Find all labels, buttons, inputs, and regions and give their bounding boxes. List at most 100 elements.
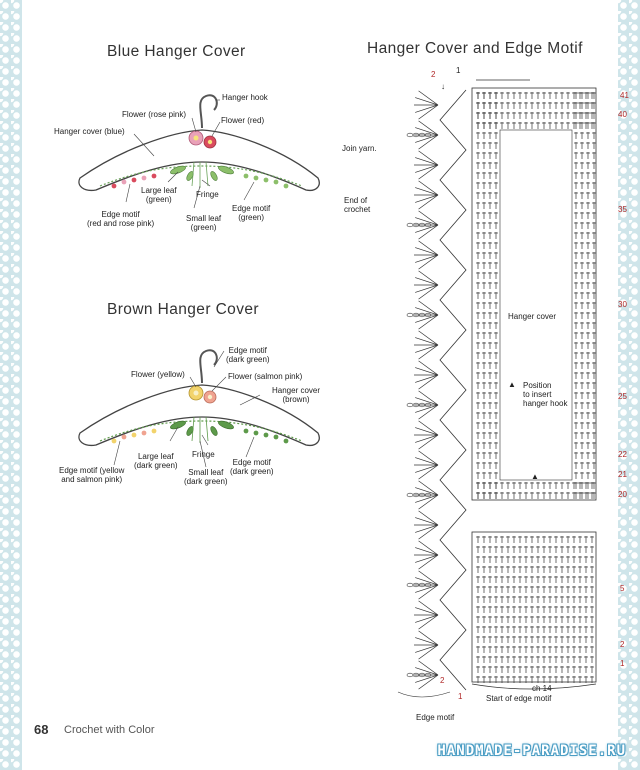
chain-loop-mark: [406, 132, 414, 138]
label-edge-motif-yellow: Edge motif (yellow and salmon pink): [59, 466, 125, 484]
fan-stitch-mark: [415, 224, 439, 233]
blue-hanger-title: Blue Hanger Cover: [107, 43, 246, 60]
fan-stitch-mark: [418, 420, 439, 436]
fan-stitch-mark: [418, 300, 439, 316]
fan-stitch-mark: [418, 600, 439, 616]
chain-loop-mark: [406, 672, 414, 678]
edge-number-bottom-2: 2: [440, 676, 445, 685]
label-fringe: Fringe: [196, 190, 219, 199]
fan-stitch-mark: [415, 487, 439, 496]
fan-stitch-mark: [418, 314, 439, 330]
label-flower-salmon: Flower (salmon pink): [228, 372, 303, 381]
label-hanger-cover-blue: Hanger cover (blue): [54, 127, 125, 136]
chain-loop-mark: [406, 312, 414, 318]
chain-loop-mark: [406, 582, 414, 588]
fan-stitch-mark: [418, 554, 439, 570]
row-number-40: 40: [618, 110, 627, 119]
fan-stitch-mark: [415, 284, 439, 293]
row-number-41: 41: [620, 91, 629, 100]
chain-loop-mark: [424, 132, 432, 138]
row-number-1: 1: [620, 659, 625, 668]
label-edge-motif-dark: Edge motif (dark green): [230, 458, 274, 476]
fan-stitch-mark: [415, 127, 439, 136]
fan-stitch-mark: [418, 134, 439, 150]
row-number-2: 2: [620, 640, 625, 649]
fan-stitch-mark: [418, 254, 439, 270]
fan-stitch-mark: [415, 307, 439, 316]
label-edge-motif-top: Edge motif (dark green): [226, 346, 270, 364]
fan-stitch-mark: [418, 464, 439, 480]
fan-stitch-mark: [415, 397, 439, 406]
chart-opening: [499, 129, 573, 481]
fan-stitch-mark: [418, 630, 439, 646]
flower-marks: [188, 130, 217, 149]
fan-stitch-mark: [418, 404, 439, 420]
label-hanger-cover-chart: Hanger cover: [508, 312, 557, 321]
fan-stitch-mark: [415, 517, 439, 526]
row-number-21: 21: [618, 470, 627, 479]
fan-stitch-mark: [418, 390, 439, 406]
fan-stitch-mark: [415, 194, 439, 203]
label-flower-rose: Flower (rose pink): [122, 110, 187, 119]
fan-stitch-mark: [418, 494, 439, 510]
row-number-20: 20: [618, 490, 627, 499]
fan-stitch-mark: [415, 314, 439, 323]
label-edge-motif-red: Edge motif (red and rose pink): [87, 210, 155, 228]
fan-stitch-mark: [418, 450, 439, 466]
fan-stitch-mark: [415, 577, 439, 586]
edge-number-bottom-1: 1: [458, 692, 463, 701]
fan-stitch-mark: [418, 644, 439, 660]
label-flower-yellow: Flower (yellow): [131, 370, 185, 379]
label-edge-motif-chart: Edge motif: [416, 713, 455, 722]
fan-stitch-mark: [415, 614, 439, 623]
fan-stitch-mark: [415, 97, 439, 106]
fan-stitch-mark: [415, 217, 439, 226]
fan-stitch-mark: [418, 120, 439, 136]
fan-stitch-mark: [415, 524, 439, 533]
leaf-marks: [170, 420, 234, 436]
fan-stitch-mark: [418, 584, 439, 600]
edge-motif-marks: [111, 173, 289, 189]
fan-stitch-mark: [415, 464, 439, 473]
fan-stitch-mark: [415, 494, 439, 503]
edge-zigzag: [439, 89, 467, 691]
fan-stitch-mark: [415, 637, 439, 646]
row-number-30: 30: [618, 300, 627, 309]
chart-title: Hanger Cover and Edge Motif: [367, 40, 583, 57]
chart-panel-lower: [471, 531, 597, 683]
right-border-pattern: [618, 0, 640, 770]
fan-stitch-mark: [418, 374, 439, 390]
fan-stitch-mark: [418, 540, 439, 556]
fan-stitch-mark: [418, 150, 439, 166]
chain-loop-mark: [406, 222, 414, 228]
chain-loop-mark: [424, 312, 432, 318]
edge-motif-marks: [111, 428, 289, 444]
page-number: 68: [34, 722, 49, 737]
edge-bracket: [397, 691, 451, 698]
fan-stitch-mark: [415, 187, 439, 196]
fan-stitch-mark: [415, 134, 439, 143]
hanger-body-shape: [78, 384, 320, 447]
label-small-leaf-dark: Small leaf (dark green): [184, 468, 228, 486]
label-join-yarn: Join yarn.: [342, 144, 377, 153]
fan-stitch-mark: [415, 367, 439, 376]
fan-stitch-mark: [415, 554, 439, 563]
edge-number-top-2: 2: [431, 70, 436, 79]
row-number-35: 35: [618, 205, 627, 214]
fan-stitch-mark: [415, 584, 439, 593]
triangle-marker-icon: ▲: [531, 472, 539, 481]
label-large-leaf-dark: Large leaf (dark green): [134, 452, 178, 470]
fan-stitch-mark: [418, 570, 439, 586]
fan-stitch-mark: [418, 360, 439, 376]
row-number-22: 22: [618, 450, 627, 459]
fan-stitch-mark: [418, 510, 439, 526]
flower-marks: [188, 385, 217, 404]
fan-stitch-mark: [415, 667, 439, 676]
fan-stitch-mark: [418, 164, 439, 180]
fan-stitch-mark: [415, 337, 439, 346]
chain-loop-mark: [424, 672, 432, 678]
fan-stitch-mark: [415, 607, 439, 616]
fan-stitch-mark: [415, 344, 439, 353]
chain-loop-mark: [424, 492, 432, 498]
hanger-hook-shape: [199, 349, 218, 384]
